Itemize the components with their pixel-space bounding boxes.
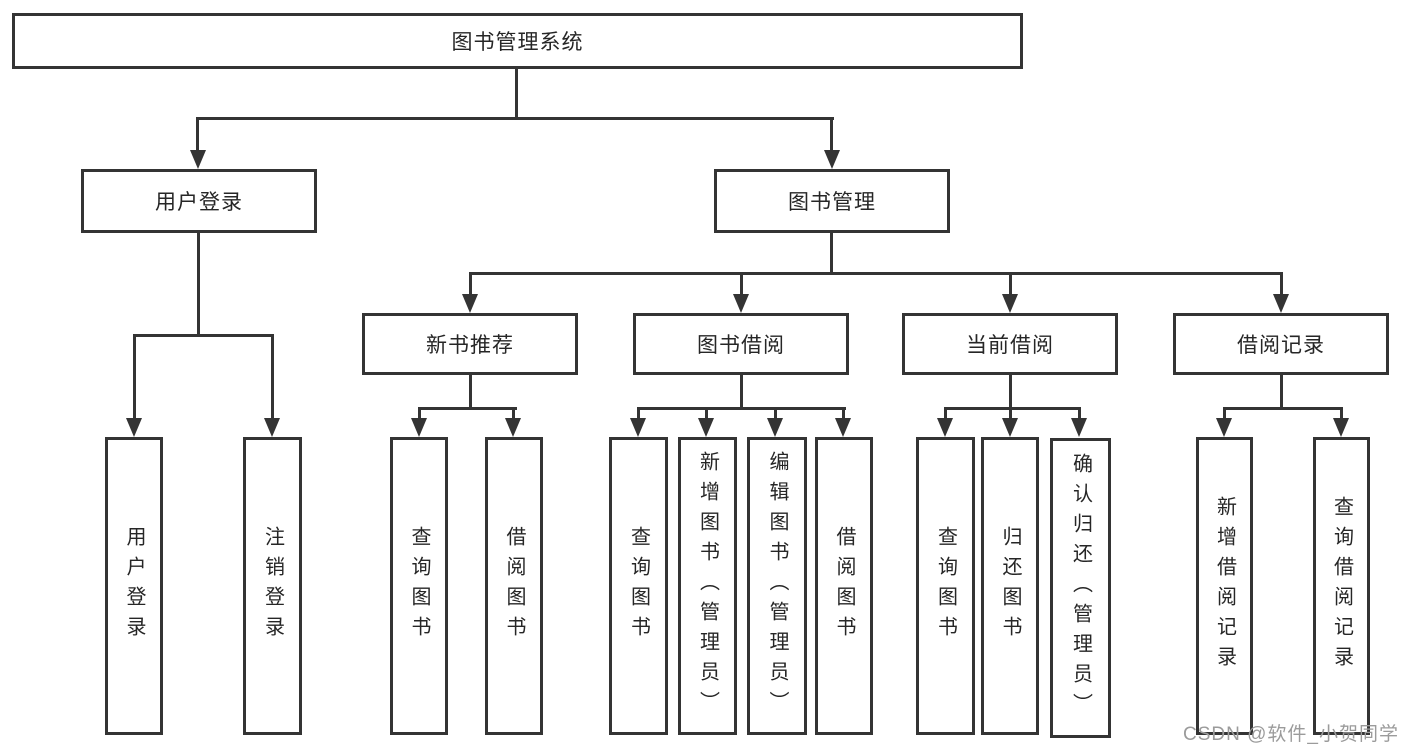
- leaf-label: 查询图书: [408, 526, 430, 646]
- arrowhead-down-icon: [1002, 418, 1018, 437]
- node-library-management-system: 图书管理系统: [12, 13, 1023, 69]
- leaf-query-books-borrowing: 查询图书: [609, 437, 668, 735]
- node-book-management: 图书管理: [714, 169, 950, 233]
- arrowhead-down-icon: [630, 418, 646, 437]
- arrowhead-down-icon: [1002, 294, 1018, 313]
- connector-stem: [1340, 407, 1343, 421]
- arrowhead-down-icon: [824, 150, 840, 169]
- arrowhead-down-icon: [505, 418, 521, 437]
- arrowhead-down-icon: [937, 418, 953, 437]
- connector-stem: [1009, 407, 1012, 421]
- connector-stem: [271, 334, 274, 422]
- connector-stem: [418, 407, 421, 421]
- connector-stem: [705, 407, 708, 421]
- leaf-edit-book-admin: 编辑图书（管理员）: [747, 437, 807, 735]
- leaf-label: 查询借阅记录: [1330, 496, 1353, 676]
- connector-rail: [1223, 407, 1343, 410]
- arrowhead-down-icon: [126, 418, 142, 437]
- node-current-borrowing: 当前借阅: [902, 313, 1118, 375]
- connector-root-trunk: [515, 69, 518, 120]
- connector-stem: [830, 117, 833, 155]
- connector-stem: [842, 407, 845, 421]
- connector-stem: [740, 272, 743, 298]
- connector-user-login-rail: [133, 334, 274, 337]
- connector-stem: [1223, 407, 1226, 421]
- connector-stem: [1078, 407, 1081, 421]
- leaf-query-borrow-record: 查询借阅记录: [1313, 437, 1370, 735]
- arrowhead-down-icon: [767, 418, 783, 437]
- node-new-book-recommend: 新书推荐: [362, 313, 578, 375]
- arrowhead-down-icon: [1071, 418, 1087, 437]
- connector-stem: [944, 407, 947, 421]
- connector-stem: [196, 117, 199, 155]
- arrowhead-down-icon: [264, 418, 280, 437]
- leaf-add-borrow-record: 新增借阅记录: [1196, 437, 1253, 735]
- arrowhead-down-icon: [462, 294, 478, 313]
- connector-root-rail: [196, 117, 834, 120]
- leaf-add-book-admin: 新增图书（管理员）: [678, 437, 737, 735]
- arrowhead-down-icon: [411, 418, 427, 437]
- leaf-borrow-books-recommend: 借阅图书: [485, 437, 543, 735]
- connector-stem: [1009, 272, 1012, 298]
- connector-stem: [774, 407, 777, 421]
- connector-trunk: [469, 375, 472, 409]
- connector-trunk: [1009, 375, 1012, 409]
- connector-user-login-trunk: [197, 233, 200, 337]
- connector-book-mgmt-rail: [469, 272, 1283, 275]
- leaf-label: 用户登录: [123, 526, 145, 646]
- leaf-label: 借阅图书: [833, 526, 855, 646]
- arrowhead-down-icon: [1333, 418, 1349, 437]
- leaf-label: 新增图书（管理员）: [696, 451, 719, 721]
- arrowhead-down-icon: [733, 294, 749, 313]
- connector-stem: [512, 407, 515, 421]
- leaf-confirm-return-admin: 确认归还（管理员）: [1050, 438, 1111, 738]
- leaf-logout: 注销登录: [243, 437, 302, 735]
- leaf-label: 查询图书: [627, 526, 650, 646]
- leaf-borrow-books: 借阅图书: [815, 437, 873, 735]
- csdn-watermark: CSDN @软件_小贺同学: [1183, 724, 1399, 745]
- connector-rail: [418, 407, 517, 410]
- node-book-borrowing: 图书借阅: [633, 313, 849, 375]
- leaf-query-books-current: 查询图书: [916, 437, 975, 735]
- arrowhead-down-icon: [1216, 418, 1232, 437]
- leaf-user-login: 用户登录: [105, 437, 163, 735]
- connector-trunk: [740, 375, 743, 409]
- leaf-label: 新增借阅记录: [1213, 496, 1236, 676]
- connector-stem: [1280, 272, 1283, 298]
- node-borrowing-records: 借阅记录: [1173, 313, 1389, 375]
- leaf-label: 归还图书: [999, 526, 1021, 646]
- node-user-login: 用户登录: [81, 169, 317, 233]
- connector-rail: [944, 407, 1081, 410]
- leaf-label: 确认归还（管理员）: [1069, 453, 1092, 723]
- connector-stem: [637, 407, 640, 421]
- arrowhead-down-icon: [190, 150, 206, 169]
- connector-rail: [637, 407, 846, 410]
- connector-stem: [469, 272, 472, 298]
- arrowhead-down-icon: [1273, 294, 1289, 313]
- leaf-return-books: 归还图书: [981, 437, 1039, 735]
- leaf-label: 查询图书: [934, 526, 957, 646]
- connector-trunk: [1280, 375, 1283, 409]
- arrowhead-down-icon: [835, 418, 851, 437]
- connector-stem: [133, 334, 136, 422]
- leaf-label: 编辑图书（管理员）: [766, 451, 788, 721]
- leaf-label: 注销登录: [261, 526, 284, 646]
- arrowhead-down-icon: [698, 418, 714, 437]
- connector-book-mgmt-trunk: [830, 233, 833, 275]
- leaf-query-books-recommend: 查询图书: [390, 437, 448, 735]
- leaf-label: 借阅图书: [503, 526, 525, 646]
